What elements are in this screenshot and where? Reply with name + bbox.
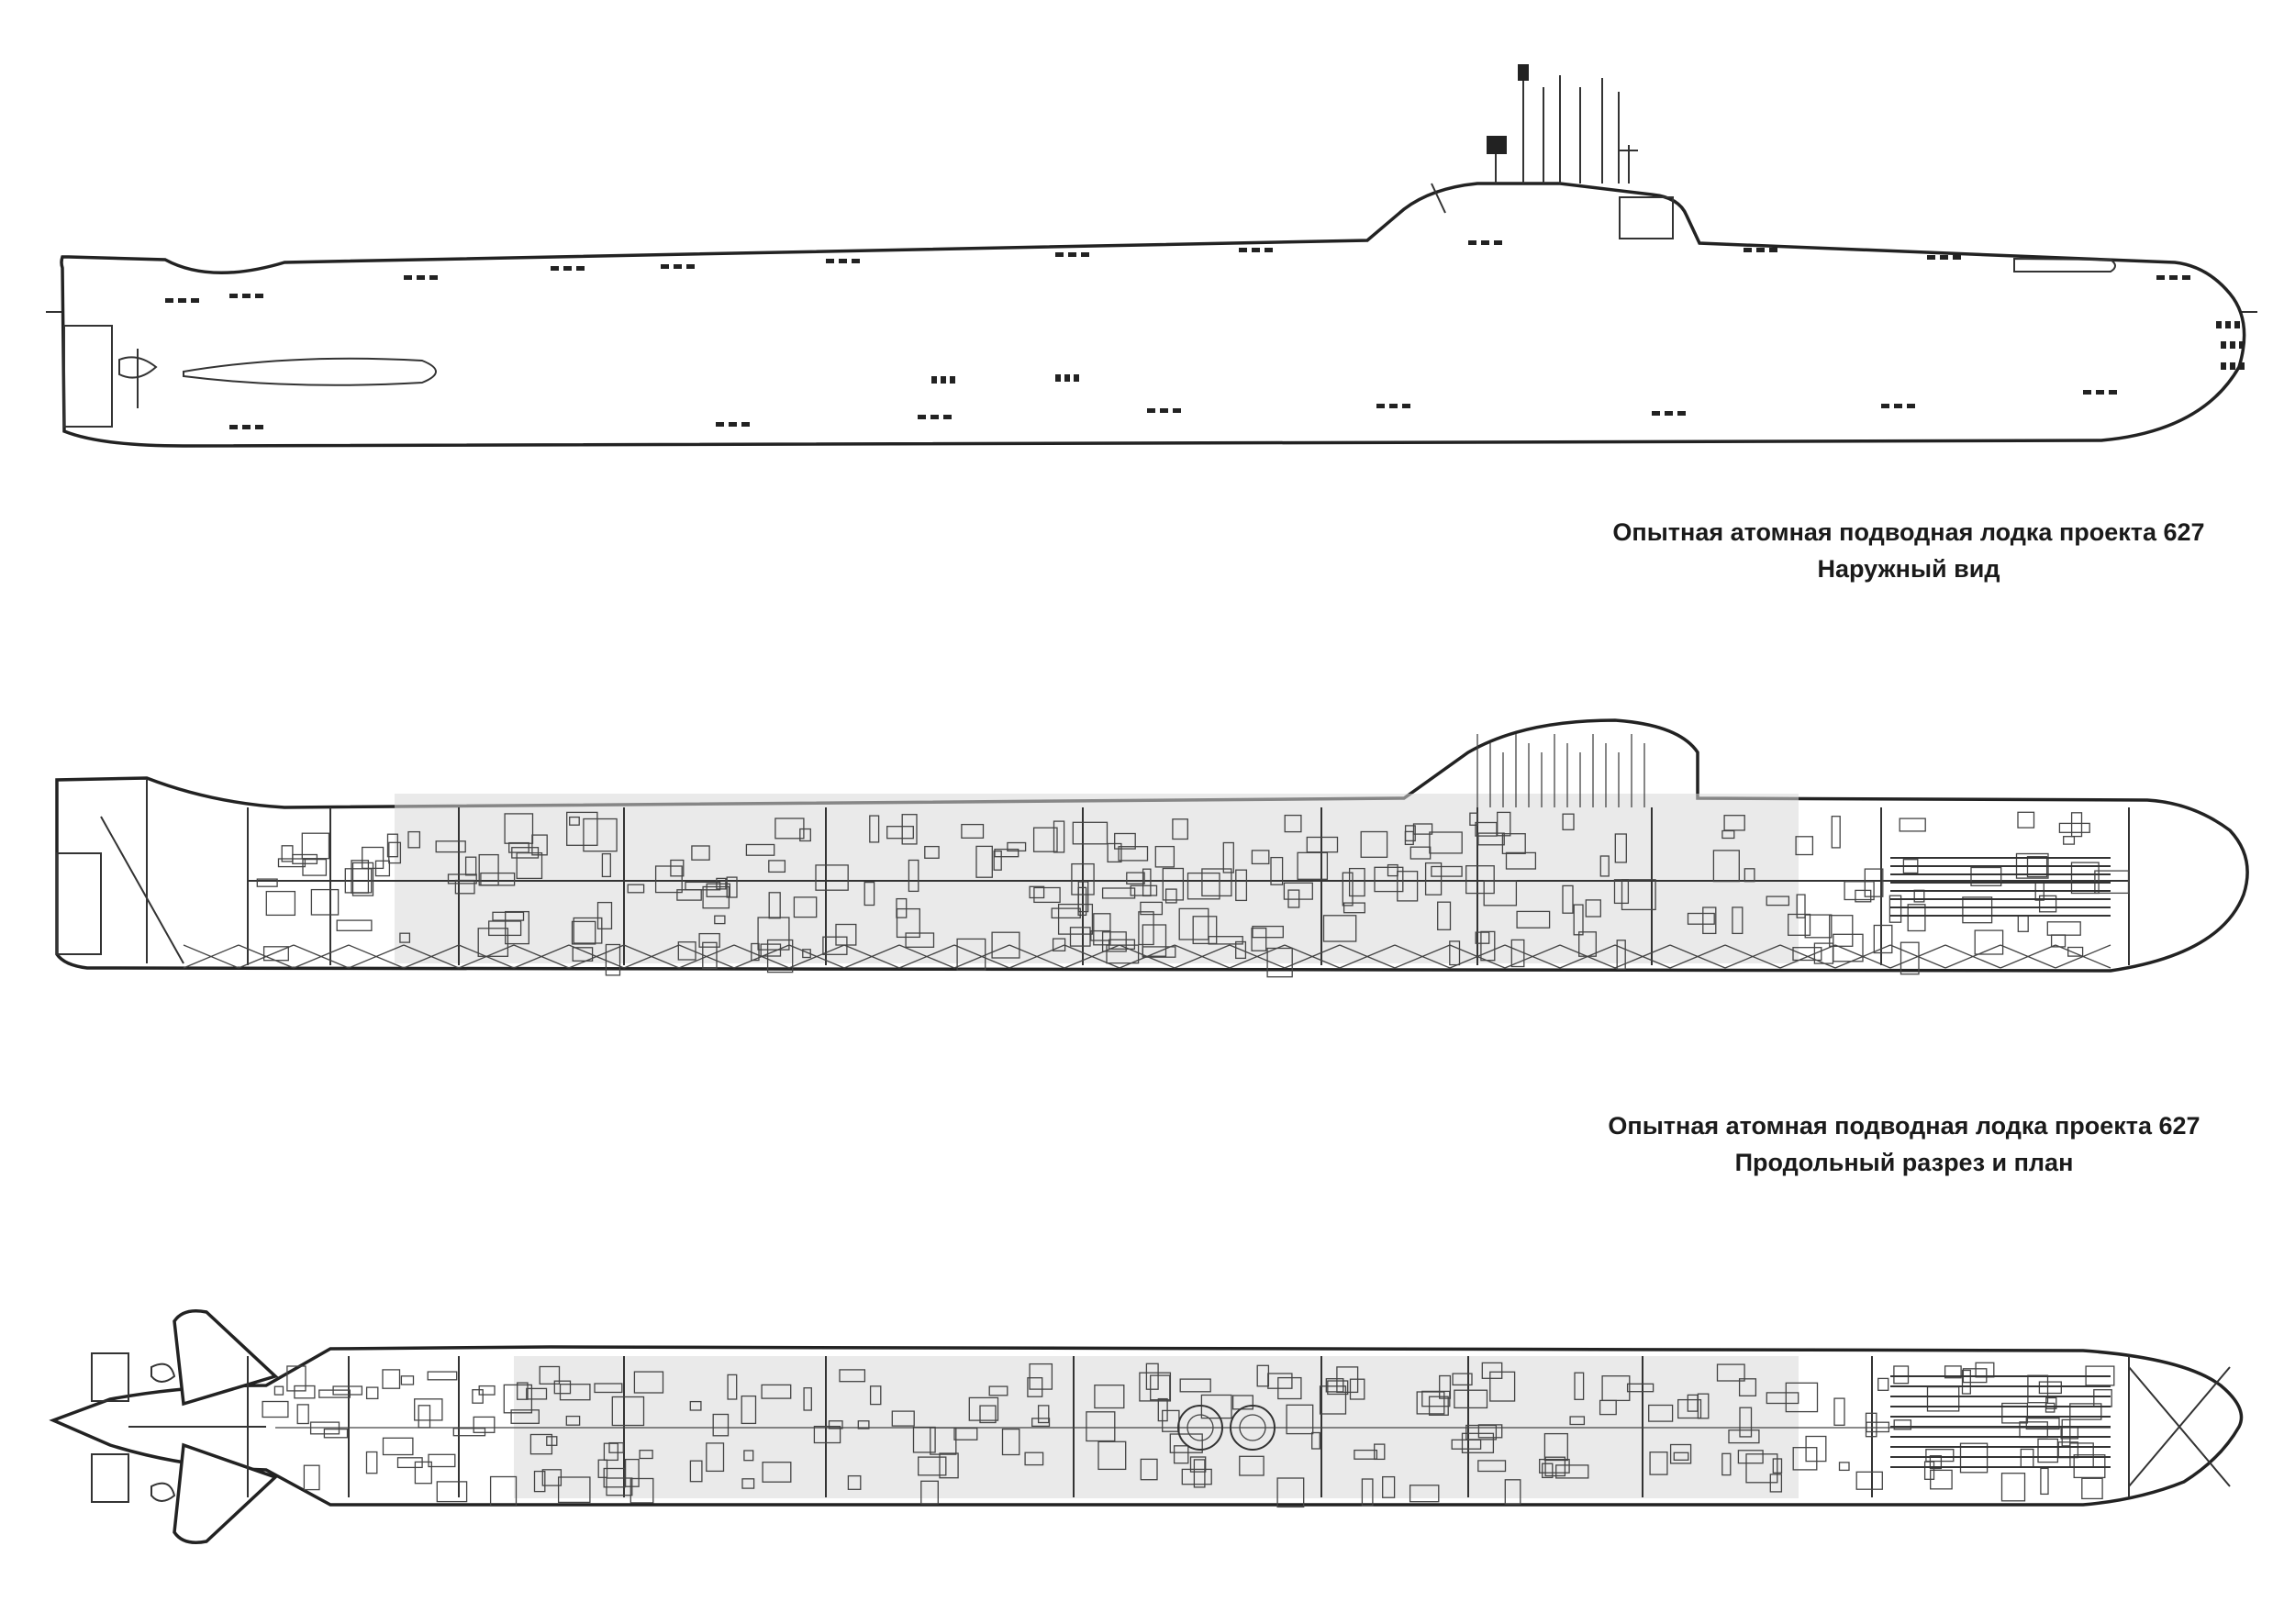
caption-section-title: Опытная атомная подводная лодка проекта … (1608, 1112, 2200, 1140)
reactor-circle-2 (1230, 1405, 1276, 1451)
plan-rudder-bottom (91, 1453, 129, 1503)
torpedo-tubes (1890, 857, 2111, 917)
propeller-starboard-icon (150, 1482, 176, 1502)
section-equipment (256, 734, 2130, 978)
reactor-circle-1 (1177, 1405, 1223, 1451)
sail-masts (1431, 64, 1674, 239)
exterior-hull-outline (60, 182, 2246, 448)
plan-torpedo-tubes (1890, 1375, 2111, 1468)
section-stern-block (56, 852, 102, 955)
lower-tail-fin (173, 1442, 279, 1544)
longitudinal-section-view (55, 718, 2249, 978)
plan-view (49, 1309, 2244, 1544)
stabiliser-fin (183, 357, 437, 386)
plan-rudder-top (91, 1352, 129, 1402)
caption-exterior-subtitle: Наружный вид (1817, 555, 2000, 583)
upper-tail-fin (173, 1309, 279, 1407)
caption-section-view: Опытная атомная подводная лодка проекта … (1555, 1107, 2253, 1181)
caption-exterior-title: Опытная атомная подводная лодка проекта … (1612, 518, 2205, 546)
plan-equipment (262, 1362, 2115, 1508)
propeller-port-icon (150, 1363, 176, 1383)
caption-section-subtitle: Продольный разрез и план (1734, 1149, 2074, 1176)
caption-exterior-view: Опытная атомная подводная лодка проекта … (1560, 514, 2257, 587)
plan-bulkheads (247, 1356, 2130, 1497)
hull-markings (165, 240, 2245, 429)
propeller-icon (118, 356, 158, 379)
rudder-block (63, 325, 113, 428)
section-keel-bracing (183, 944, 2111, 969)
bow-hatch (2013, 257, 2116, 273)
exterior-side-view (46, 64, 2257, 448)
